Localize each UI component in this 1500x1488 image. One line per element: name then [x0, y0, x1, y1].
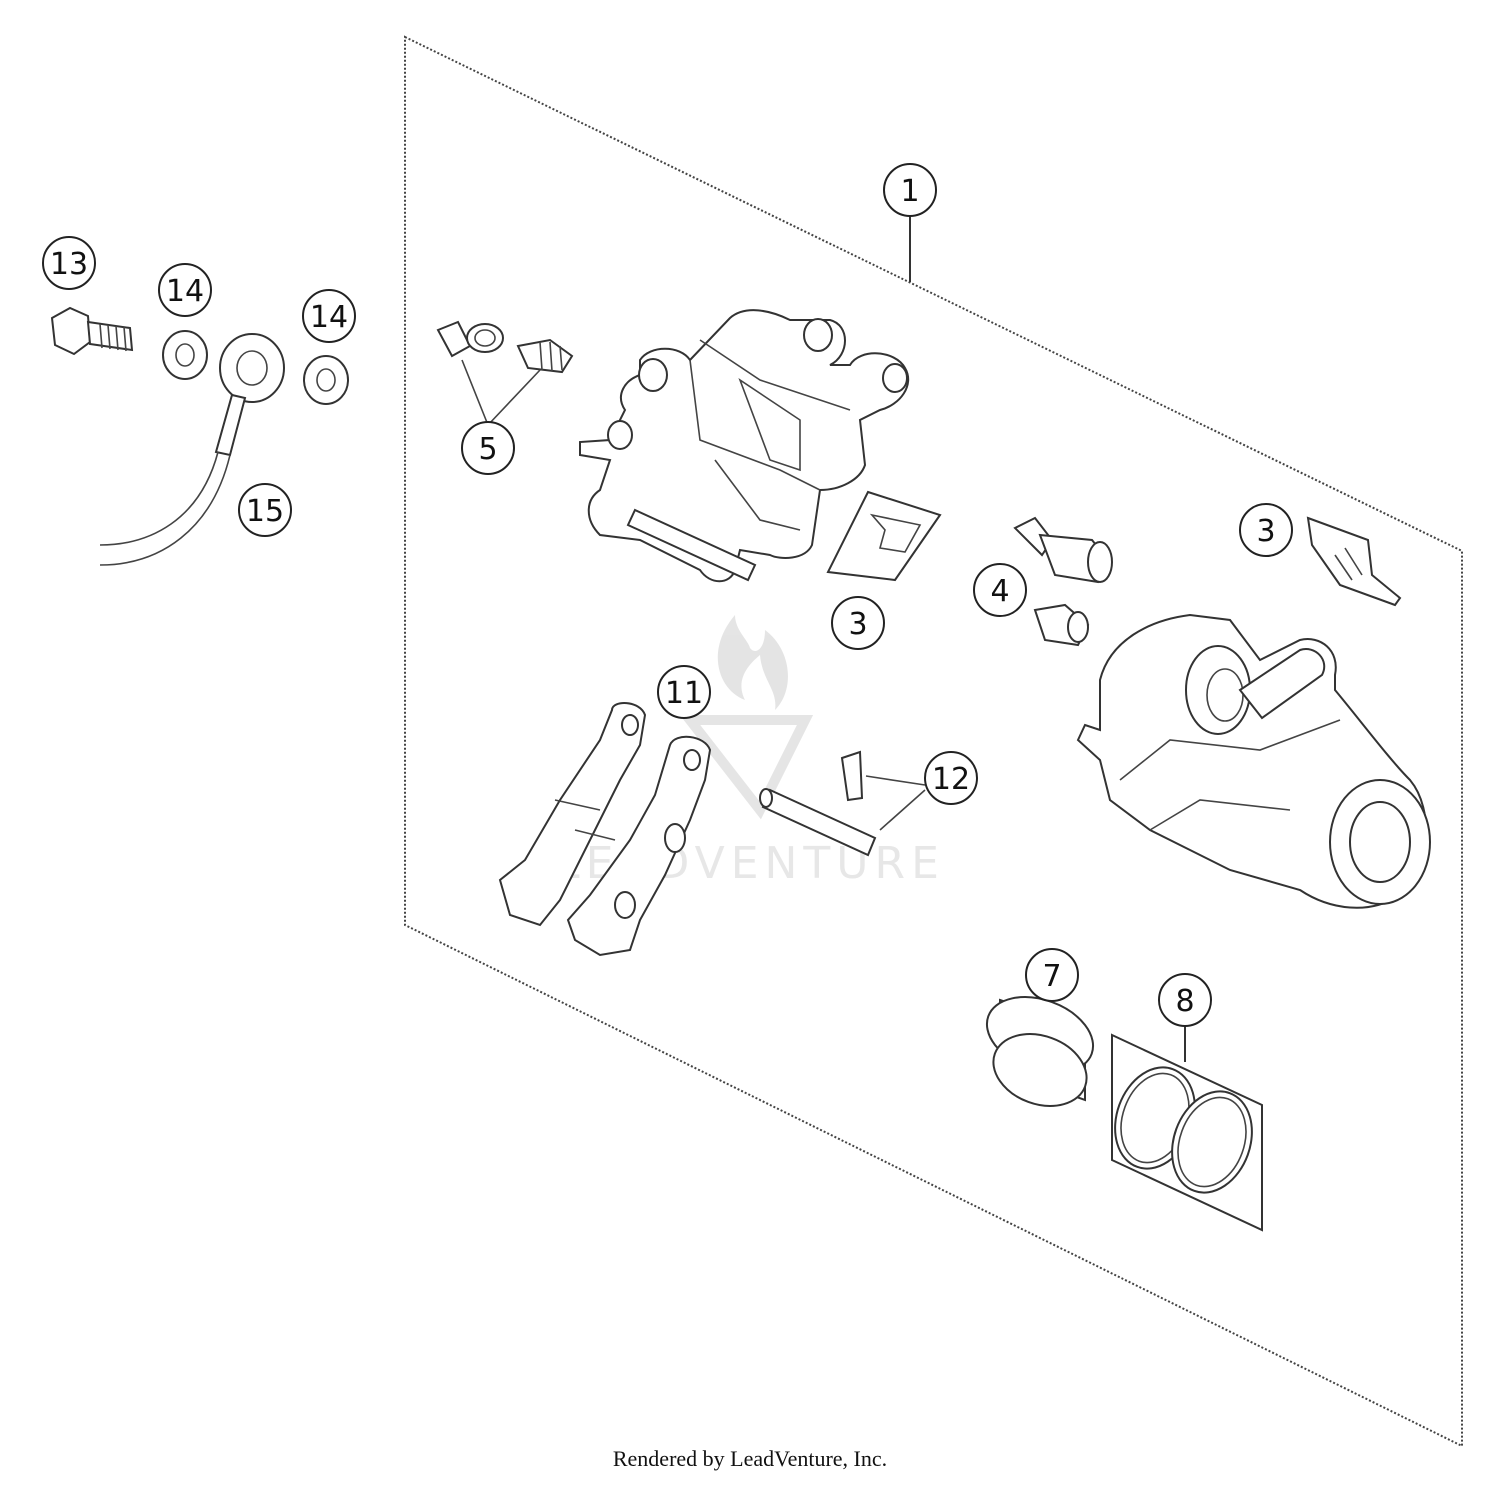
callout-14-right[interactable]: 14 — [302, 289, 356, 343]
footer-credit: Rendered by LeadVenture, Inc. — [613, 1446, 887, 1471]
callout-3-center[interactable]: 3 — [831, 596, 885, 650]
watermark-flame-icon — [717, 615, 788, 710]
callout-label: 7 — [1042, 959, 1061, 994]
sealing-washer-2 — [303, 355, 349, 405]
callout-label: 3 — [1256, 514, 1275, 549]
seal-kit — [1111, 1033, 1263, 1232]
bleeder-screw-set — [436, 320, 574, 426]
callout-label: 14 — [166, 274, 204, 309]
banjo-bolt — [50, 306, 134, 356]
brake-line — [99, 333, 285, 566]
anti-rattle-spring — [826, 490, 942, 582]
pad-spring — [1306, 516, 1402, 607]
caliper-housing — [1076, 613, 1431, 909]
callout-8[interactable]: 8 — [1158, 973, 1212, 1027]
callout-3-right[interactable]: 3 — [1239, 503, 1293, 557]
callout-5[interactable]: 5 — [461, 421, 515, 475]
callout-label: 1 — [900, 174, 919, 209]
callout-1[interactable]: 1 — [883, 163, 937, 217]
sealing-washer-1 — [162, 330, 208, 380]
slide-pin-boots — [1013, 516, 1113, 647]
callout-label: 5 — [478, 432, 497, 467]
callout-label: 4 — [990, 574, 1009, 609]
callout-4[interactable]: 4 — [973, 563, 1027, 617]
callout-11[interactable]: 11 — [657, 665, 711, 719]
callout-label: 13 — [50, 247, 88, 282]
pad-pin-set — [759, 750, 926, 857]
caliper-piston — [985, 996, 1095, 1107]
watermark-v-icon — [679, 715, 814, 820]
callout-14-left[interactable]: 14 — [158, 263, 212, 317]
callout-label: 14 — [310, 300, 348, 335]
kit-boundary — [404, 35, 1463, 1448]
caliper-carrier — [579, 309, 910, 583]
callout-15[interactable]: 15 — [238, 483, 292, 537]
brake-pads — [498, 702, 712, 957]
callout-13[interactable]: 13 — [42, 236, 96, 290]
callout-label: 12 — [932, 762, 970, 797]
callout-label: 15 — [246, 494, 284, 529]
callout-label: 3 — [848, 607, 867, 642]
callout-label: 8 — [1175, 984, 1194, 1019]
callout-7[interactable]: 7 — [1025, 948, 1079, 1002]
callout-label: 11 — [665, 676, 703, 711]
callout-12[interactable]: 12 — [924, 751, 978, 805]
